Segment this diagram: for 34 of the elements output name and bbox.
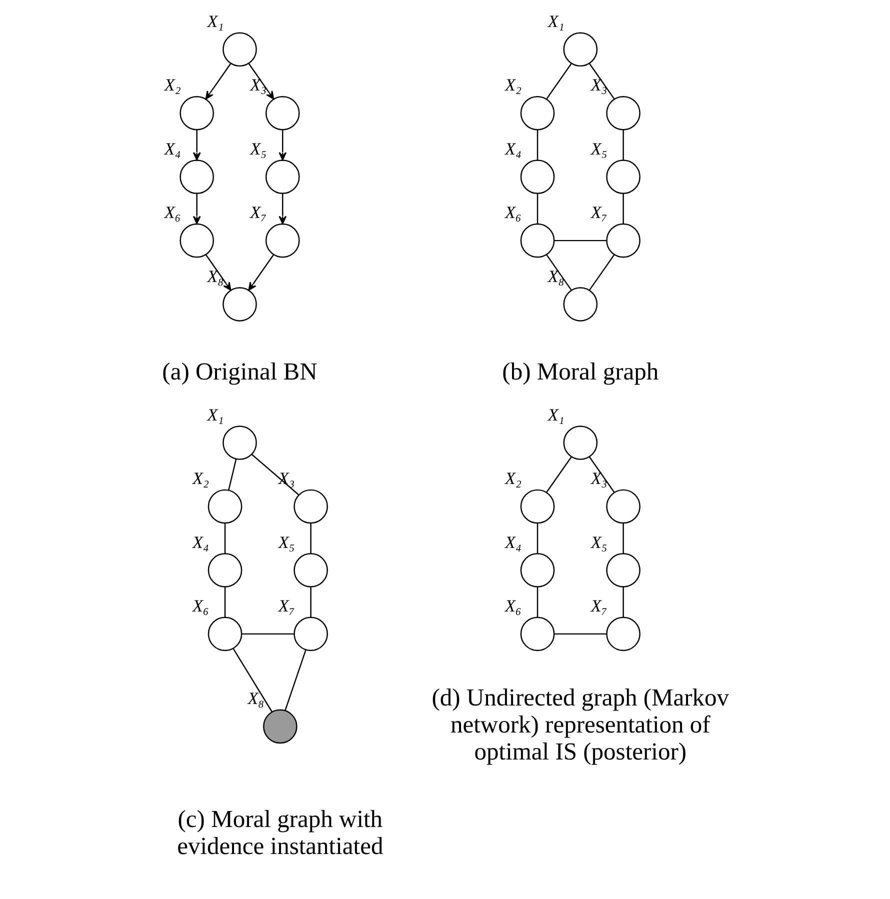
node-label: X₁ <box>548 405 564 424</box>
node-label: X₅ <box>250 139 267 158</box>
node-label: X₈ <box>248 689 264 708</box>
label: (a) Original BN <box>162 358 318 386</box>
node-label: X₄ <box>192 532 209 552</box>
node-label: X₂ <box>505 469 522 488</box>
node-label: X₇ <box>590 203 608 222</box>
node-label: X₆ <box>164 203 181 222</box>
node-label: X₅ <box>590 532 608 552</box>
node-label: X₈ <box>207 266 224 286</box>
node-label: X₆ <box>505 203 522 222</box>
label: (b) Moral graph <box>502 358 659 386</box>
node-label: X₆ <box>192 596 209 616</box>
node-label: X₄ <box>505 139 522 158</box>
node-label: X₆ <box>505 596 522 616</box>
node-label: X₃ <box>250 76 267 95</box>
node-label: X₇ <box>250 203 267 222</box>
node-label: X₄ <box>505 532 522 552</box>
node-label: X₅ <box>278 532 295 552</box>
node-label: X₂ <box>505 76 522 95</box>
node-label: X₃ <box>590 76 608 95</box>
node-label: X₁ <box>207 405 224 424</box>
node-label: X₁ <box>207 12 224 31</box>
node-label: X₇ <box>278 596 295 616</box>
node-label: X₂ <box>192 469 209 488</box>
node-label: X₅ <box>590 139 608 158</box>
node-label: X₈ <box>548 266 564 286</box>
node-label: X₃ <box>590 469 608 488</box>
node-label: X₂ <box>164 76 181 95</box>
node-label: X₄ <box>164 139 181 158</box>
node-label: X₇ <box>590 596 608 616</box>
label: (c) Moral graph with evidence instantiated <box>177 806 384 860</box>
node-label: X₁ <box>548 12 564 31</box>
label: (d) Undirected graph (Markov network) representation of optimal IS (posterior) <box>432 684 730 766</box>
